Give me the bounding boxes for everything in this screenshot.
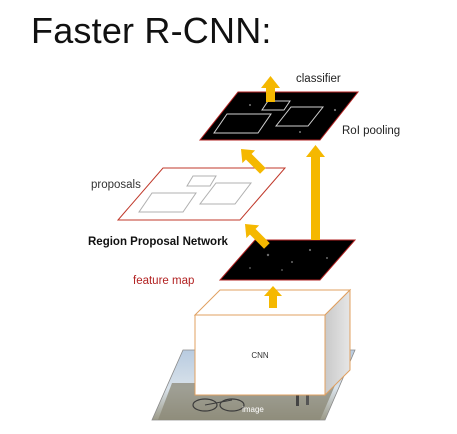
classifier-label: classifier xyxy=(296,73,341,85)
arrow-feature-map-to-proposals xyxy=(244,223,270,249)
image-label: image xyxy=(242,405,264,414)
roi-pooling-label: RoI pooling xyxy=(342,125,400,137)
arrow-proposals-to-roi xyxy=(240,148,266,174)
rpn-label: Region Proposal Network xyxy=(88,236,229,248)
page-title: Faster R-CNN: xyxy=(31,10,272,51)
roi-pooling-map xyxy=(198,91,360,141)
arrow-roi-to-classifier xyxy=(261,76,280,102)
cnn-label: CNN xyxy=(251,351,269,360)
feature-map-label: feature map xyxy=(133,275,194,287)
proposals-label: proposals xyxy=(91,179,141,191)
proposals-plane xyxy=(116,167,287,221)
feature-map xyxy=(218,239,357,281)
arrow-feature-map-to-roi xyxy=(306,145,325,240)
arrow-cnn-to-feature-map xyxy=(264,286,282,308)
